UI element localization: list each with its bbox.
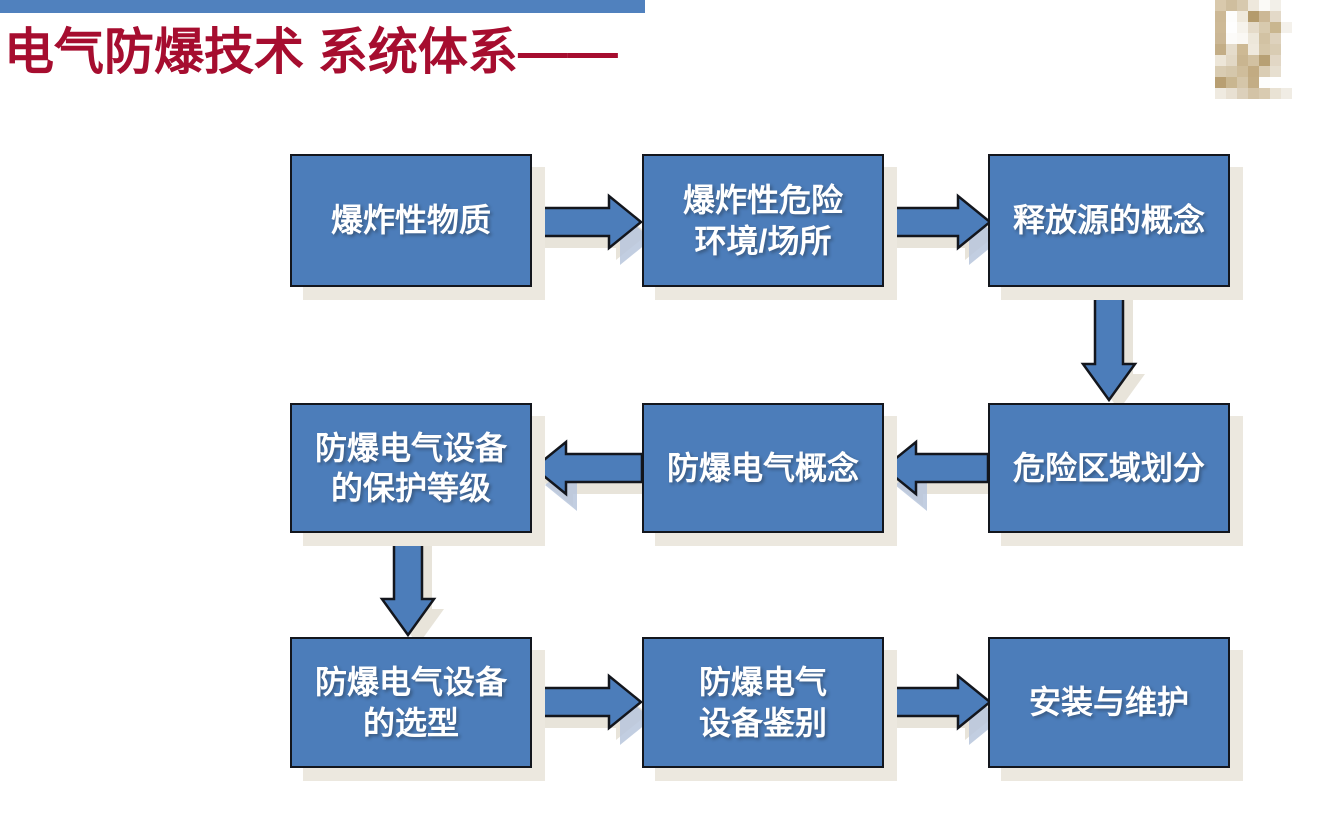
node-label-line: 防爆电气概念 (666, 449, 859, 486)
node-label-line: 防爆电气设备 (314, 429, 507, 466)
logo-image (1215, 0, 1292, 99)
node-label-line: 安装与维护 (1028, 684, 1189, 721)
flow-node-explosive-substances: 爆炸性物质 (290, 154, 532, 287)
flow-node-equipment-selection: 防爆电气设备 的选型 (290, 637, 532, 768)
node-label-line: 的保护等级 (330, 470, 491, 506)
arrow-protection-level-to-selection (379, 531, 444, 645)
arrow-identification-to-maintenance (882, 673, 1001, 745)
arrow-selection-to-identification (530, 673, 652, 745)
flow-node-hazardous-environment: 爆炸性危险 环境/场所 (642, 154, 884, 287)
arrow-release-source-to-area-classification (1080, 284, 1145, 410)
flow-node-explosion-proof-electrical-concept: 防爆电气概念 (642, 403, 884, 533)
flow-node-installation-maintenance: 安装与维护 (988, 637, 1230, 768)
node-label-line: 爆炸性物质 (330, 202, 491, 239)
node-label-line: 环境/场所 (694, 222, 832, 259)
slide-title: 电气防爆技术 系统体系—— (4, 24, 618, 80)
flow-node-hazardous-area-classification: 危险区域划分 (988, 403, 1230, 533)
arrow-substances-to-environment (530, 193, 652, 265)
node-label-line: 防爆电气设备 (314, 664, 507, 701)
arrow-electrical-concept-to-protection-level (532, 439, 649, 511)
node-label-line: 防爆电气 (698, 664, 827, 701)
node-label-line: 设备鉴别 (698, 704, 827, 741)
flow-node-release-source-concept: 释放源的概念 (988, 154, 1230, 287)
arrow-area-classification-to-electrical-concept (882, 439, 995, 511)
node-label-line: 爆炸性危险 (682, 182, 843, 219)
node-label-line: 的选型 (362, 704, 459, 741)
node-label-line: 危险区域划分 (1012, 449, 1205, 486)
node-label-line: 释放源的概念 (1012, 202, 1205, 239)
arrow-environment-to-release-source (882, 193, 1001, 265)
flow-node-equipment-identification: 防爆电气 设备鉴别 (642, 637, 884, 768)
flow-node-equipment-protection-level: 防爆电气设备 的保护等级 (290, 403, 532, 533)
top-accent-bar (0, 0, 645, 13)
